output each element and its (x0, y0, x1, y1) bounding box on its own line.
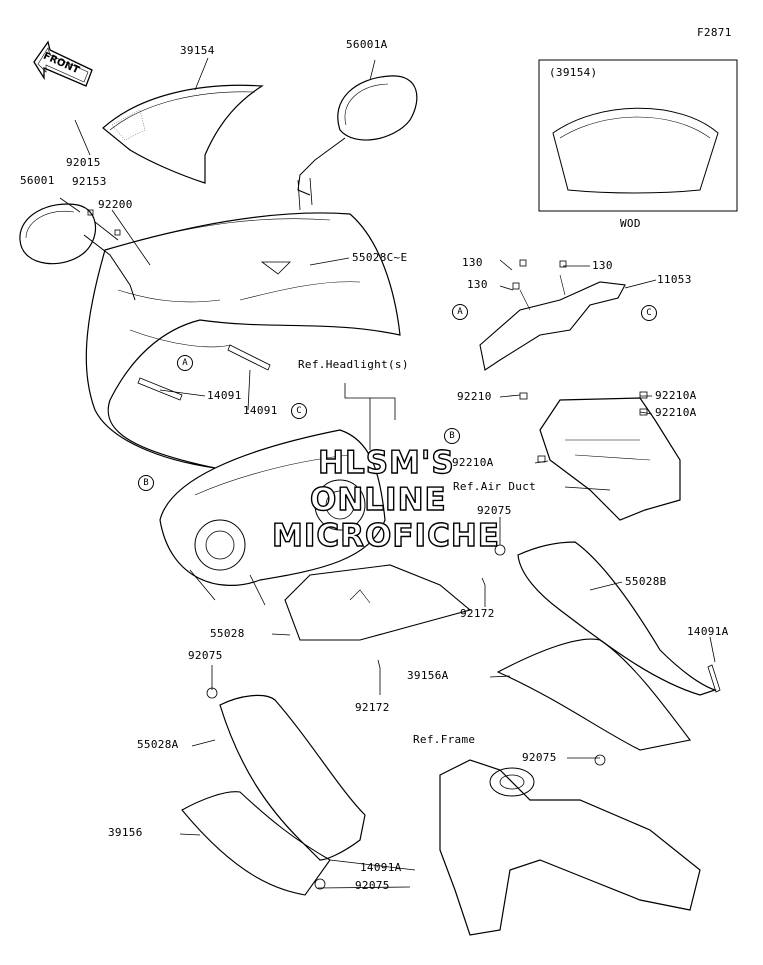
part-14091A-a: 14091A (687, 625, 729, 638)
part-55028B: 55028B (625, 575, 667, 588)
part-55028: 55028 (210, 627, 245, 640)
strip-14091A (707, 664, 721, 693)
part-92075-d: 92075 (355, 879, 390, 892)
part-56001: 56001 (20, 174, 55, 187)
part-39154: 39154 (180, 44, 215, 57)
ref-headlight: Ref.Headlight(s) (298, 358, 409, 371)
part-55028A: 55028A (137, 738, 179, 751)
side-cowl-left (181, 694, 366, 896)
part-92210A-b: 92210A (655, 406, 697, 419)
strip-14091-b (227, 344, 271, 371)
strip-14091-a (137, 377, 183, 401)
part-92200: 92200 (98, 198, 133, 211)
callout-c-2: C (291, 403, 307, 419)
inset-windshield (552, 107, 719, 194)
callout-b-1: B (444, 428, 460, 444)
callout-b-2: B (138, 475, 154, 491)
headlight-assembly (159, 429, 386, 606)
part-130-b: 130 (467, 278, 488, 291)
part-14091-a: 14091 (207, 389, 242, 402)
callout-a-2: A (177, 355, 193, 371)
part-92075-b: 92075 (188, 649, 223, 662)
part-39156: 39156 (108, 826, 143, 839)
callout-a-1: A (452, 304, 468, 320)
part-56001A: 56001A (346, 38, 388, 51)
part-14091-b: 14091 (243, 404, 278, 417)
part-92075-c: 92075 (522, 751, 557, 764)
side-cowl-right (496, 541, 717, 751)
part-92210A-c: 92210A (452, 456, 494, 469)
part-92210A-a: 92210A (655, 389, 697, 402)
air-duct (539, 397, 681, 521)
part-92172-b: 92172 (355, 701, 390, 714)
part-55028CE: 55028C~E (352, 251, 408, 264)
part-92075-a: 92075 (477, 504, 512, 517)
ref-air-duct: Ref.Air Duct (453, 480, 537, 493)
part-92153: 92153 (72, 175, 107, 188)
watermark-line-2: ONLINE (309, 482, 447, 518)
part-39156A: 39156A (407, 669, 449, 682)
part-130-a: 130 (462, 256, 483, 269)
inset-box (538, 59, 738, 212)
inset-ref-label: (39154) (549, 66, 598, 79)
callout-c-1: C (641, 305, 657, 321)
mirror-right (297, 75, 418, 211)
windshield (102, 84, 264, 184)
upper-cowl (85, 212, 401, 469)
part-92015: 92015 (66, 156, 101, 169)
leader-lines (59, 57, 716, 889)
front-arrow-icon (33, 40, 93, 87)
part-11053: 11053 (657, 273, 692, 286)
ref-frame: Ref.Frame (413, 733, 476, 746)
watermark-line-1: HLSM'S (317, 445, 455, 481)
inner-panel (284, 564, 472, 641)
inset-caption: WOD (620, 217, 641, 230)
mirror-left (19, 203, 136, 301)
watermark-line-3: MICROFICHE (271, 518, 500, 554)
part-14091A-b: 14091A (360, 861, 402, 874)
figure-code: F2871 (697, 26, 732, 39)
fasteners (87, 209, 648, 890)
frame (439, 759, 701, 936)
part-130-c: 130 (592, 259, 613, 272)
part-92172-a: 92172 (460, 607, 495, 620)
part-92210: 92210 (457, 390, 492, 403)
stay-bracket (479, 274, 626, 371)
